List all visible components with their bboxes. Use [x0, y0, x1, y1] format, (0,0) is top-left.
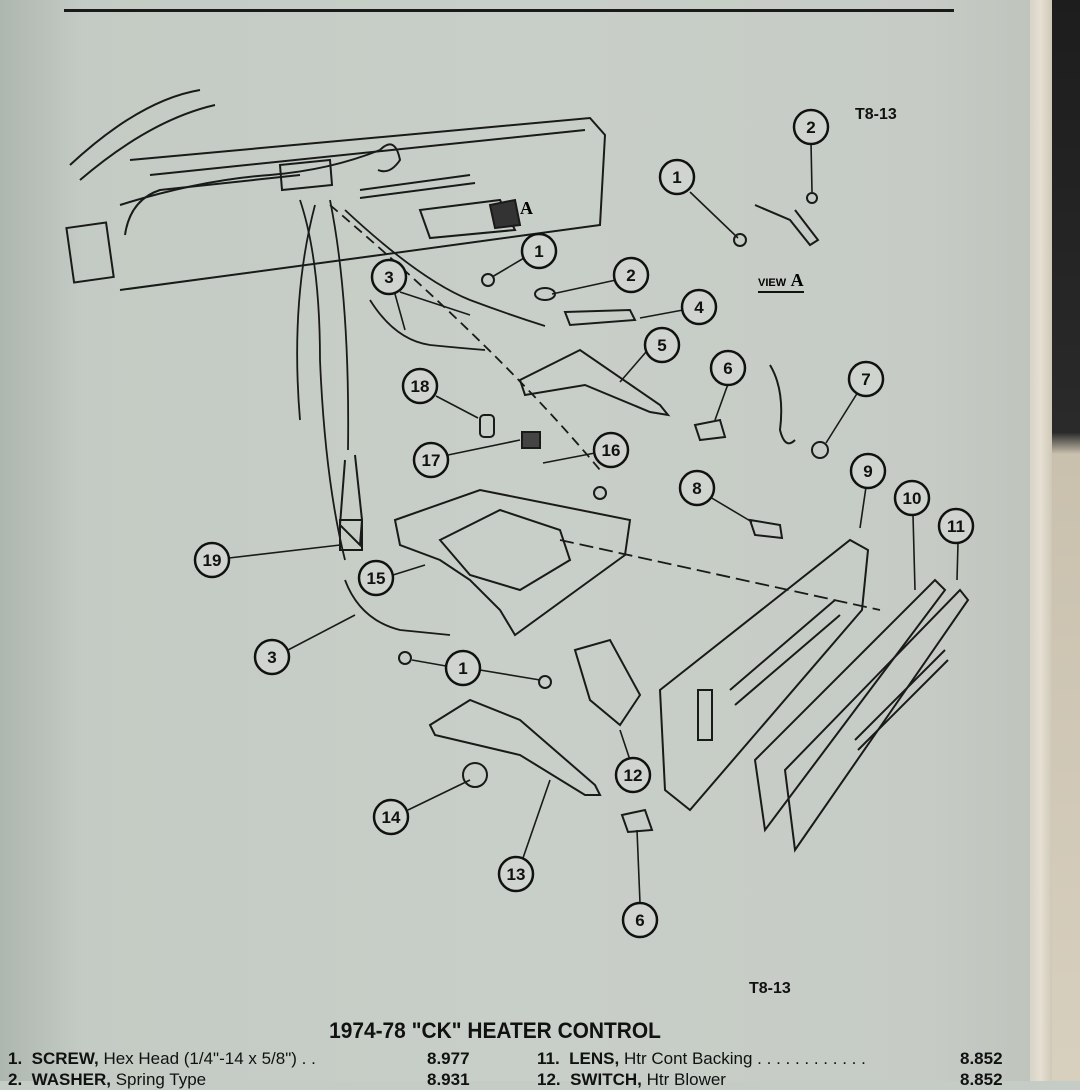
callout-circle	[520, 232, 558, 270]
callout-number: 1	[534, 242, 543, 261]
view-label: VIEW	[758, 277, 787, 289]
callout-number: 16	[602, 441, 621, 460]
parts-drawing	[338, 192, 970, 853]
callout-circle	[792, 108, 830, 146]
callout-number: 15	[367, 569, 386, 588]
callout-number: 2	[626, 266, 635, 285]
callout-circle	[193, 541, 231, 579]
top-rule	[64, 9, 954, 12]
callout-circle	[401, 367, 439, 405]
callout-circle	[658, 158, 696, 196]
callout-number: 5	[657, 336, 666, 355]
figure-ref-top: T8-13	[855, 106, 897, 123]
callout-circle	[357, 559, 395, 597]
figure-ref-bottom: T8-13	[749, 980, 791, 997]
callout-circle	[621, 901, 659, 939]
callout-number: 10	[903, 489, 922, 508]
callout-circle	[497, 855, 535, 893]
callout-circle	[678, 469, 716, 507]
callout-number: 3	[384, 268, 393, 287]
catalog-page	[0, 0, 1030, 1081]
callout-number: 6	[723, 359, 732, 378]
callout-circle	[937, 507, 975, 545]
callout-number: 19	[203, 551, 222, 570]
part-row: 2. WASHER, Spring Type	[8, 1070, 207, 1089]
callout-number: 17	[422, 451, 441, 470]
background-edge	[1052, 0, 1080, 1081]
callout-number: 1	[672, 168, 681, 187]
callout-number: 12	[624, 766, 643, 785]
callout-number: 9	[863, 462, 872, 481]
section-title: 1974-78 "CK" HEATER CONTROL	[329, 1018, 661, 1043]
callout-circle	[847, 360, 885, 398]
part-number: 8.852	[960, 1049, 1003, 1068]
callout-number: 14	[382, 808, 401, 827]
dashboard-drawing	[65, 89, 607, 291]
callout-number: 11	[947, 517, 965, 536]
callout-number: 7	[861, 370, 870, 389]
callout-circle	[709, 349, 747, 387]
callout-number: 13	[507, 865, 526, 884]
part-row: 1. SCREW, Hex Head (1/4"-14 x 5/8") . .	[8, 1049, 316, 1068]
part-number: 8.852	[960, 1070, 1003, 1089]
part-number: 8.931	[427, 1070, 470, 1089]
view-letter: A	[790, 270, 804, 290]
arrow-letter: A	[520, 198, 533, 218]
callout-circle	[592, 431, 630, 469]
callout-circle	[680, 288, 718, 326]
part-row: 12. SWITCH, Htr Blower	[537, 1070, 726, 1089]
callout-number: 3	[267, 648, 276, 667]
view-a-label: VIEW A	[758, 270, 804, 293]
callout-circle	[849, 452, 887, 490]
callout-circle	[643, 326, 681, 364]
page-edges	[1030, 0, 1052, 1081]
callout-circle	[612, 256, 650, 294]
callout-number: 8	[692, 479, 701, 498]
callout-number: 6	[635, 911, 644, 930]
callout-circle	[253, 638, 291, 676]
callout-number: 1	[458, 659, 467, 678]
part-row: 11. LENS, Htr Cont Backing . . . . . . .…	[537, 1049, 866, 1068]
callout-circle	[372, 798, 410, 836]
callout-number: 18	[411, 377, 430, 396]
callout-circle	[614, 756, 652, 794]
leader-lines	[228, 141, 959, 904]
callout-number: 4	[694, 298, 704, 317]
part-number: 8.977	[427, 1049, 470, 1068]
callout-number: 2	[806, 118, 815, 137]
callout-circle	[444, 649, 482, 687]
callout-circle	[370, 258, 408, 296]
callout-circle	[893, 479, 931, 517]
control-cables	[296, 199, 881, 636]
callout-circle	[412, 441, 450, 479]
